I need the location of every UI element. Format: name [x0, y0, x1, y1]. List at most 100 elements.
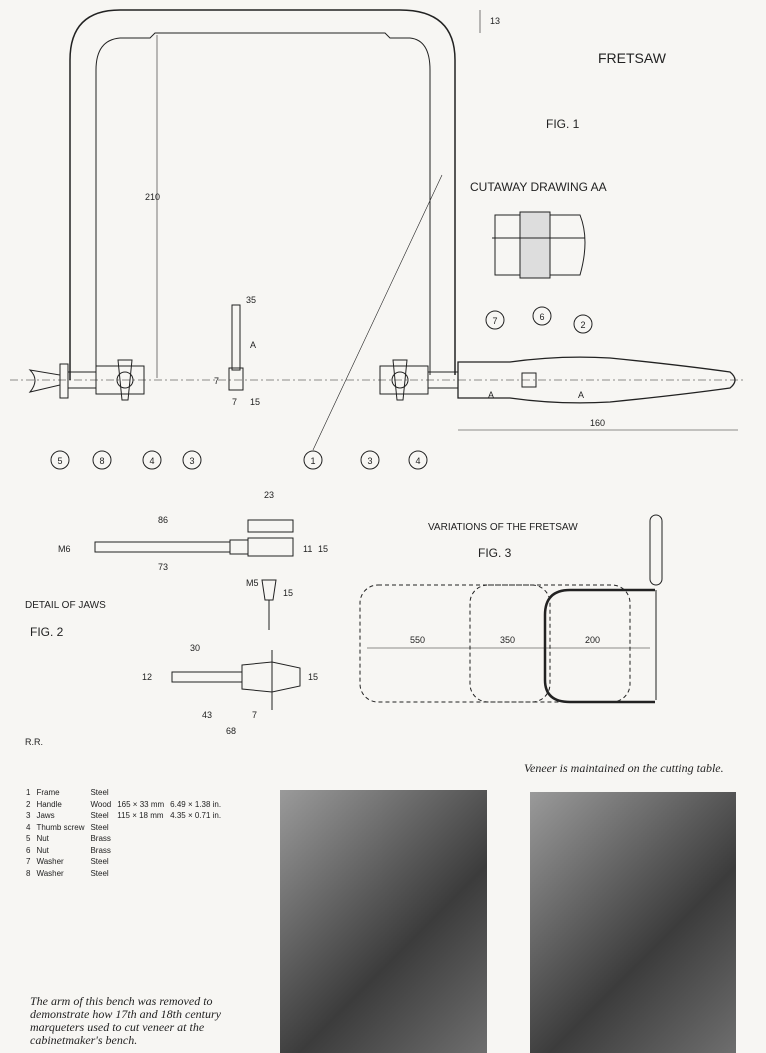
part-in	[170, 834, 227, 846]
caption-veneer: Veneer is maintained on the cutting tabl…	[524, 761, 724, 775]
dim-35: 35	[246, 295, 256, 305]
parts-row: 2 Handle Wood 165 × 33 mm 6.49 × 1.38 in.	[26, 800, 227, 812]
callout-4: 4	[149, 456, 154, 466]
part-mm	[117, 869, 170, 881]
drawing-title: FRETSAW	[598, 50, 667, 66]
dim-7c: 7	[252, 710, 257, 720]
section-a1: A	[488, 390, 494, 400]
part-in: 6.49 × 1.38 in.	[170, 799, 222, 809]
dim-15: 15	[250, 397, 260, 407]
dim-m5: M5	[246, 578, 259, 588]
part-in	[170, 788, 227, 800]
callout-7: 7	[492, 316, 497, 326]
parts-row: 4 Thumb screw Steel	[26, 823, 227, 835]
dim-12: 12	[142, 672, 152, 682]
part-name: Handle	[36, 799, 62, 809]
part-mat: Steel	[90, 857, 109, 866]
callout-5: 5	[57, 456, 62, 466]
part-n: 1	[26, 788, 31, 797]
callout-3: 3	[189, 456, 194, 466]
part-n: 7	[26, 857, 31, 866]
callouts	[50, 306, 593, 470]
part-name: Washer	[36, 857, 64, 866]
fig2-label: FIG. 2	[30, 625, 64, 639]
dim-160: 160	[590, 418, 605, 428]
dim-550: 550	[410, 635, 425, 645]
part-name: Nut	[36, 845, 49, 855]
dim-86: 86	[158, 515, 168, 525]
caption-bench: The arm of this bench was removed to dem…	[30, 994, 221, 1047]
dim-m6: M6	[58, 544, 71, 554]
dim-15b: 15	[283, 588, 293, 598]
part-mm	[117, 857, 170, 869]
dim-a: A	[250, 340, 256, 350]
part-mm	[117, 834, 170, 846]
part-n: 2	[26, 799, 31, 809]
dim-15a: 15	[318, 544, 328, 554]
part-name: Jaws	[36, 811, 55, 820]
part-mm	[117, 788, 170, 800]
parts-row: 7 Washer Steel	[26, 857, 227, 869]
dim-200: 200	[585, 635, 600, 645]
part-in	[170, 857, 227, 869]
dim-11: 11	[303, 544, 312, 554]
photo-cutting-veneer	[530, 792, 736, 1053]
part-n: 3	[26, 811, 31, 820]
part-in: 4.35 × 0.71 in.	[170, 811, 222, 820]
part-n: 8	[26, 868, 31, 878]
part-in	[170, 846, 227, 858]
fig3-title: VARIATIONS OF THE FRETSAW	[428, 522, 578, 533]
parts-row: 1 Frame Steel	[26, 788, 227, 800]
part-mat: Wood	[90, 799, 112, 809]
part-name: Thumb screw	[36, 822, 85, 832]
dim-73: 73	[158, 562, 168, 572]
part-n: 4	[26, 822, 31, 832]
dim-43: 43	[202, 710, 212, 720]
part-mm: 165 × 33 mm	[117, 799, 165, 809]
part-mm	[117, 846, 170, 858]
photo-marqueter-at-bench	[280, 790, 487, 1053]
part-mm	[117, 823, 170, 835]
dim-210: 210	[145, 192, 160, 202]
part-mat: Brass	[90, 845, 111, 855]
callout-4b: 4	[415, 456, 420, 466]
cutaway-title: CUTAWAY DRAWING AA	[470, 180, 607, 194]
callout-3b: 3	[367, 456, 372, 466]
part-name: Nut	[36, 834, 49, 843]
part-in	[170, 823, 227, 835]
initials: R.R.	[25, 737, 43, 747]
dim-68: 68	[226, 726, 236, 736]
fig2-title: DETAIL OF JAWS	[25, 600, 106, 611]
dim-7b: 7	[232, 397, 237, 407]
parts-row: 6 Nut Brass	[26, 846, 227, 858]
part-n: 5	[26, 834, 31, 843]
dim-350: 350	[500, 635, 515, 645]
part-mm: 115 × 18 mm	[117, 811, 164, 820]
part-n: 6	[26, 845, 31, 855]
callout-8: 8	[99, 456, 104, 466]
parts-row: 3 Jaws Steel 115 × 18 mm 4.35 × 0.71 in.	[26, 811, 227, 823]
callout-2: 2	[580, 320, 585, 330]
fretsaw-frame	[69, 9, 456, 380]
part-mat: Steel	[90, 788, 109, 797]
handle	[457, 356, 736, 404]
dim-23: 23	[264, 490, 274, 500]
dim-30: 30	[190, 643, 200, 653]
fig1-label: FIG. 1	[546, 117, 580, 131]
part-mat: Steel	[90, 822, 109, 832]
parts-row: 5 Nut Brass	[26, 834, 227, 846]
callout-6: 6	[539, 312, 544, 322]
dim-7: 7	[214, 376, 219, 386]
part-mat: Brass	[90, 834, 111, 843]
section-a2: A	[578, 390, 584, 400]
part-name: Frame	[36, 788, 60, 797]
dim-15c: 15	[308, 672, 318, 682]
fig3-label: FIG. 3	[478, 546, 512, 560]
part-mat: Steel	[90, 868, 109, 878]
dim-13: 13	[490, 16, 500, 26]
callout-1: 1	[310, 456, 315, 466]
part-mat: Steel	[90, 811, 109, 820]
